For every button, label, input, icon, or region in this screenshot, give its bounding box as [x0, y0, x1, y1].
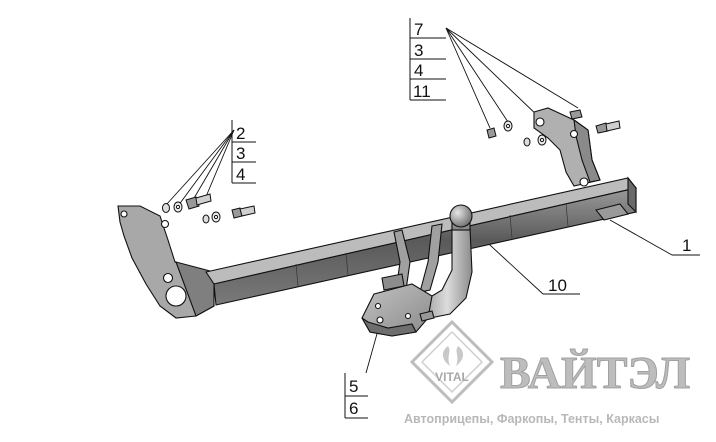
callout-5: 5	[349, 377, 358, 396]
callout-6: 6	[349, 399, 358, 418]
callout-3-left: 3	[236, 144, 245, 163]
vital-diamond-badge: VITAL	[409, 319, 495, 405]
logo-brand-name: ВАЙТЭЛ	[500, 347, 690, 398]
logo-tagline: Автоприцепы, Фаркопы, Тенты, Каркасы	[404, 412, 659, 426]
callout-4: 4	[414, 61, 423, 80]
mounting-plate	[361, 283, 435, 337]
logo-badge-text: VITAL	[435, 370, 469, 384]
callout-group-plate: 5 6	[344, 373, 368, 419]
callout-4-left: 4	[236, 165, 245, 184]
callout-group-top-left: 2 3 4	[231, 120, 256, 184]
callout-10: 10	[548, 276, 567, 295]
callout-7: 7	[414, 20, 423, 39]
callout-3: 3	[414, 41, 423, 60]
callout-group-top-right: 7 3 4 11	[409, 18, 446, 101]
fasteners-right	[486, 109, 621, 147]
tow-ball	[421, 204, 473, 319]
cross-beam	[205, 176, 637, 306]
callout-2: 2	[236, 124, 245, 143]
fasteners-left	[162, 193, 256, 224]
callout-11: 11	[413, 82, 431, 101]
left-bracket	[117, 205, 215, 319]
callout-1: 1	[682, 236, 691, 255]
vital-logo: VITAL ВАЙТЭЛ Автоприцепы, Фаркопы, Тенты…	[404, 319, 691, 426]
right-bracket	[533, 107, 601, 187]
